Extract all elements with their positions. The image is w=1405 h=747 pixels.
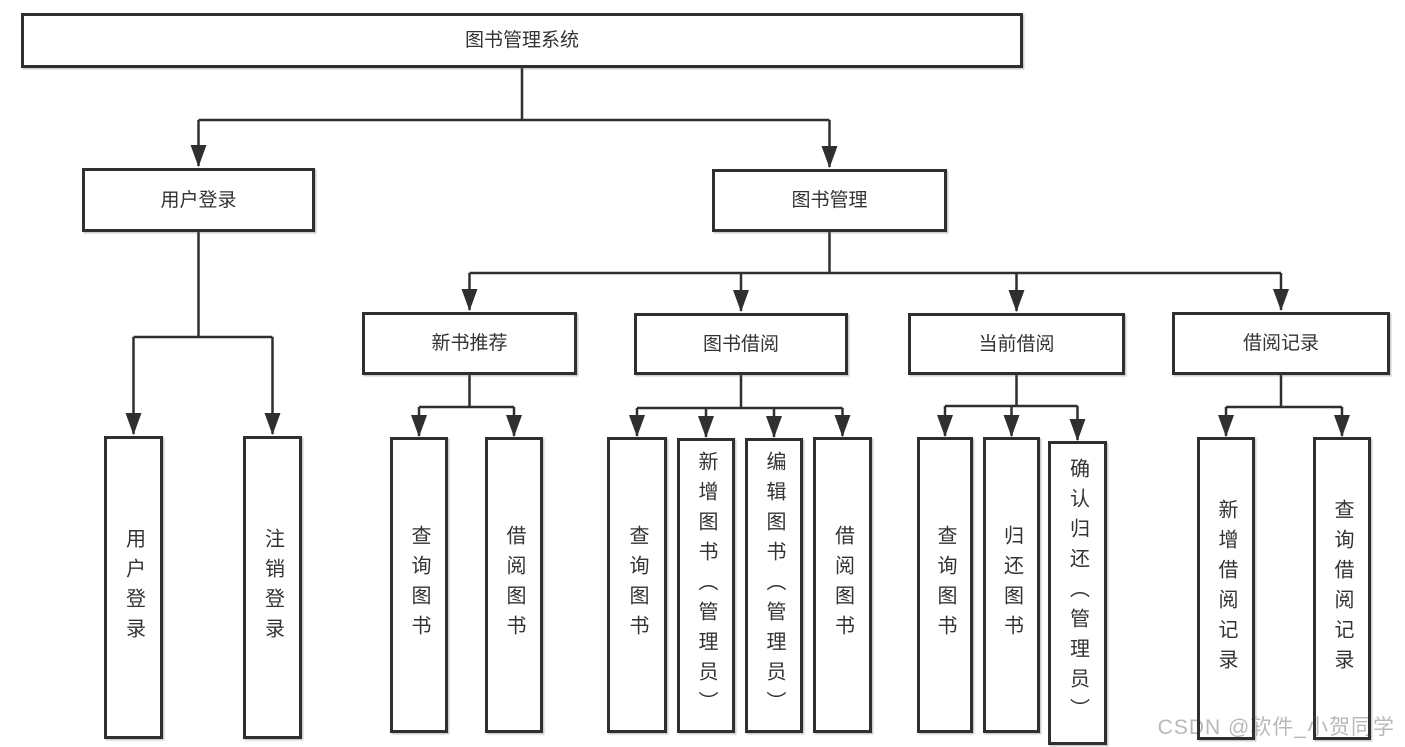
leaf-confirm-return-admin-label: 确认归还（管理员） [1066, 458, 1089, 728]
leaf-user-login: 用户登录 [104, 436, 163, 739]
connector-userlogin-to-leaves [125, 231, 281, 435]
leaf-edit-books-admin: 编辑图书（管理员） [745, 438, 803, 733]
node-book-borrowing: 图书借阅 [634, 313, 848, 375]
watermark: CSDN @软件_小贺同学 [1157, 716, 1395, 739]
leaf-user-login-label: 用户登录 [122, 527, 145, 648]
leaf-newbooks-query-books-label: 查询图书 [408, 525, 430, 645]
connector-bookmgmt-to-level3 [461, 231, 1289, 312]
connector-root-to-level2 [190, 67, 838, 168]
node-current-borrowing-label: 当前借阅 [978, 333, 1055, 355]
leaf-add-borrow-record: 新增借阅记录 [1197, 437, 1255, 740]
leaf-borrowing-query-books: 查询图书 [607, 437, 667, 733]
leaf-borrowing-borrow-books-label: 借阅图书 [831, 525, 854, 645]
leaf-add-borrow-record-label: 新增借阅记录 [1215, 498, 1237, 679]
node-library-system: 图书管理系统 [21, 13, 1023, 68]
leaf-newbooks-query-books: 查询图书 [390, 437, 448, 733]
node-new-book-recommend-label: 新书推荐 [431, 333, 508, 354]
node-current-borrowing: 当前借阅 [908, 313, 1125, 375]
node-new-book-recommend: 新书推荐 [362, 312, 577, 375]
node-user-login-label: 用户登录 [160, 189, 237, 211]
leaf-current-query-books: 查询图书 [917, 437, 973, 733]
leaf-borrowing-borrow-books: 借阅图书 [813, 437, 872, 733]
leaf-edit-books-admin-label: 编辑图书（管理员） [763, 450, 785, 721]
leaf-add-books-admin: 新增图书（管理员） [677, 438, 735, 733]
leaf-newbooks-borrow-books: 借阅图书 [485, 437, 543, 733]
leaf-add-books-admin-label: 新增图书（管理员） [695, 450, 717, 721]
leaf-return-books: 归还图书 [983, 437, 1040, 733]
leaf-current-query-books-label: 查询图书 [934, 525, 956, 645]
connector-newbooks-to-leaves [411, 374, 522, 437]
leaf-logout-label: 注销登录 [261, 527, 284, 648]
leaf-logout: 注销登录 [243, 436, 302, 739]
connector-borrowrecords-to-leaves [1218, 374, 1350, 437]
leaf-borrowing-query-books-label: 查询图书 [626, 525, 648, 645]
node-user-login: 用户登录 [82, 168, 315, 232]
node-book-borrowing-label: 图书借阅 [702, 333, 779, 355]
node-borrowing-records: 借阅记录 [1172, 312, 1390, 375]
leaf-newbooks-borrow-books-label: 借阅图书 [503, 525, 525, 645]
leaf-query-borrow-record: 查询借阅记录 [1313, 437, 1371, 740]
connector-currentborrow-to-leaves [937, 374, 1086, 441]
connector-bookborrow-to-leaves [629, 374, 851, 438]
leaf-return-books-label: 归还图书 [1000, 525, 1023, 645]
leaf-confirm-return-admin: 确认归还（管理员） [1048, 441, 1107, 745]
leaf-query-borrow-record-label: 查询借阅记录 [1331, 498, 1353, 679]
node-book-management-label: 图书管理 [791, 190, 868, 211]
node-borrowing-records-label: 借阅记录 [1242, 333, 1319, 354]
node-book-management: 图书管理 [712, 169, 947, 232]
node-library-system-label: 图书管理系统 [464, 30, 579, 51]
